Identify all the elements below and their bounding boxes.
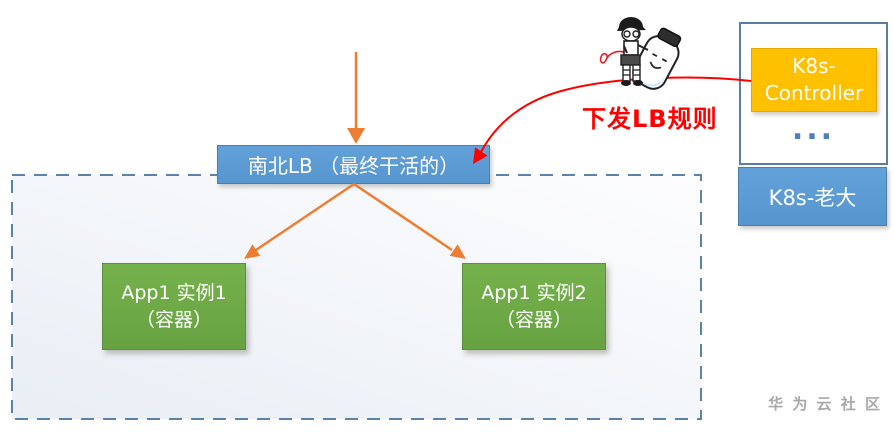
lb-to-app2-arrowhead-icon [449, 244, 466, 259]
app1-instance2-name: App1 实例2 [481, 281, 587, 304]
k8s-ellipsis: ... [791, 112, 836, 147]
lb-to-app1-arrow-line [255, 182, 355, 252]
rule-dispatch-label: 下发LB规则 [582, 105, 718, 133]
lb-to-app2-arrow-line [353, 182, 453, 252]
watermark-label: 华 为 云 社 区 [768, 395, 882, 413]
app1-instance1-node: App1 实例1 （容器） [102, 263, 246, 350]
app1-instance1-sub: （容器） [135, 308, 212, 331]
lb-node: 南北LB （最终干活的） [217, 145, 490, 184]
app1-instance1-name: App1 实例1 [121, 281, 227, 304]
k8s-controller-label: K8s-Controller [764, 54, 864, 105]
k8s-master-node: K8s-老大 [738, 167, 887, 226]
lb-node-label: 南北LB （最终干活的） [247, 154, 460, 178]
app1-instance2-sub: （容器） [495, 308, 572, 331]
person-with-jar-cartoon-icon [599, 17, 682, 90]
incoming-traffic-arrowhead-icon [347, 128, 365, 144]
lb-to-app1-arrowhead-icon [244, 244, 261, 259]
k8s-master-label: K8s-老大 [768, 185, 857, 210]
app1-instance2-node: App1 实例2 （容器） [462, 263, 606, 350]
k8s-controller-node: K8s-Controller [751, 48, 877, 112]
cartoon-red-string [599, 50, 629, 64]
